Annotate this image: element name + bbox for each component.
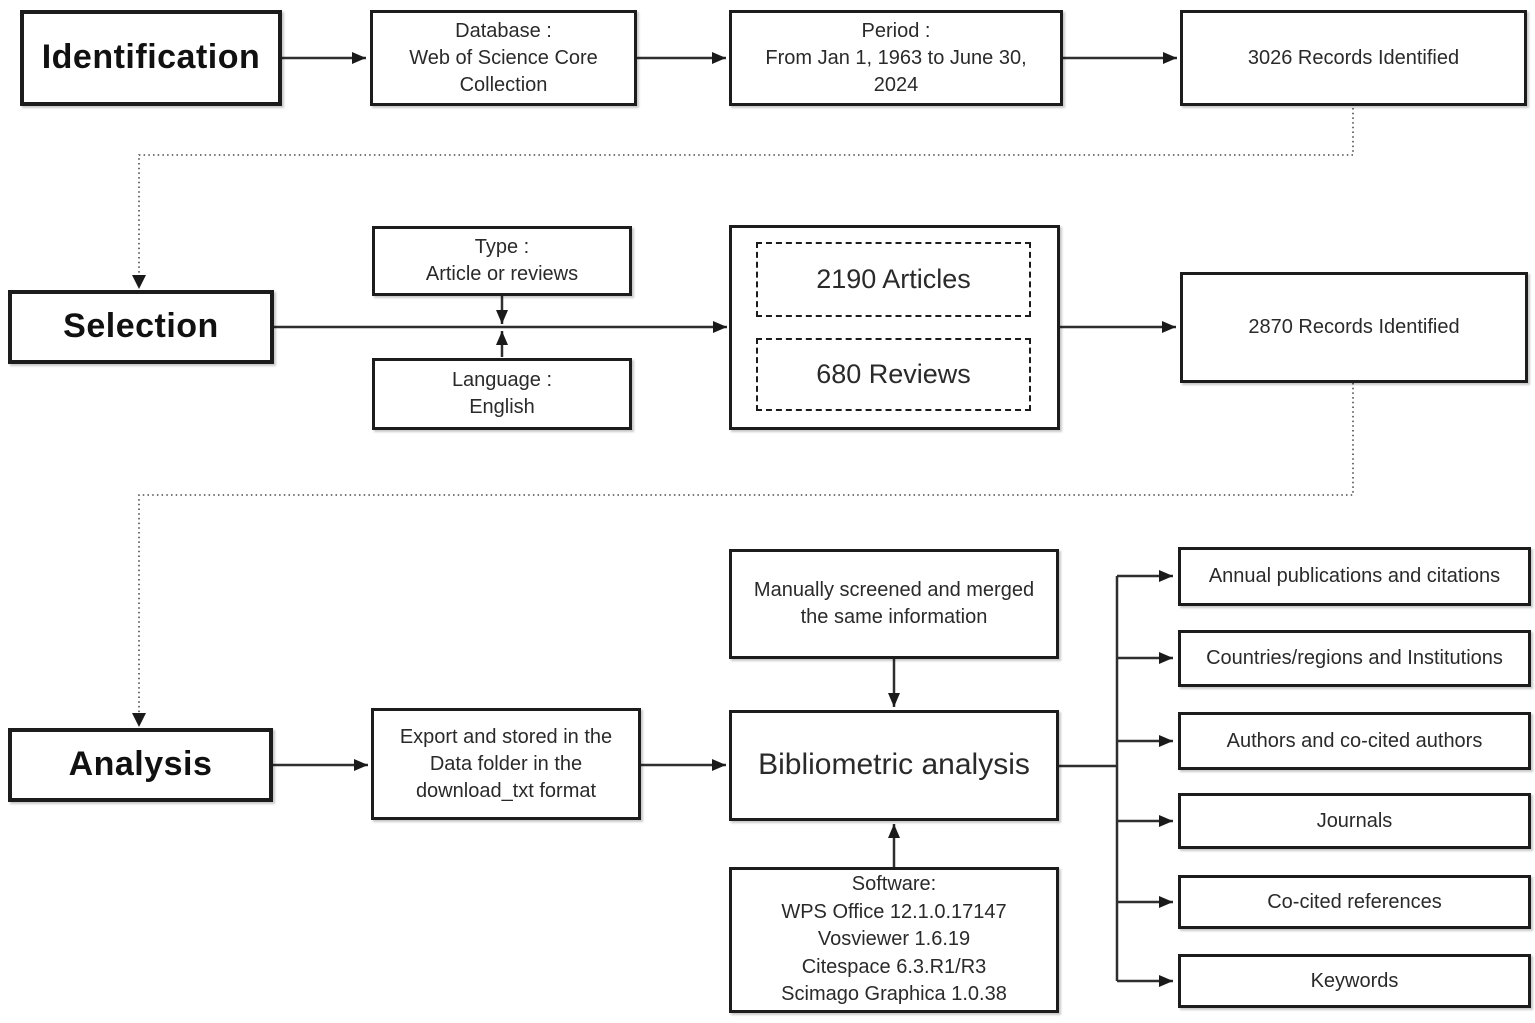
reviews-count-box: 680 Reviews — [756, 338, 1031, 411]
output-authors-box: Authors and co-cited authors — [1178, 712, 1531, 770]
database-box: Database : Web of Science Core Collectio… — [370, 10, 637, 106]
records-identified-3026-box: 3026 Records Identified — [1180, 10, 1527, 106]
phase-identification: Identification — [20, 10, 282, 106]
records-identified-2870-box: 2870 Records Identified — [1180, 272, 1528, 383]
dotted-arrowhead-analysis — [132, 713, 146, 727]
phase-selection: Selection — [8, 290, 274, 364]
output-countries-institutions-box: Countries/regions and Institutions — [1178, 630, 1531, 687]
manual-screening-box: Manually screened and merged the same in… — [729, 549, 1059, 659]
export-box: Export and stored in the Data folder in … — [371, 708, 641, 820]
output-journals-box: Journals — [1178, 793, 1531, 849]
output-annual-publications-box: Annual publications and citations — [1178, 547, 1531, 606]
articles-count-box: 2190 Articles — [756, 242, 1031, 317]
dotted-arrowhead-selection — [132, 275, 146, 289]
output-cocited-references-box: Co-cited references — [1178, 875, 1531, 929]
output-keywords-box: Keywords — [1178, 954, 1531, 1008]
type-box: Type : Article or reviews — [372, 226, 632, 296]
language-box: Language : English — [372, 358, 632, 430]
dotted-records2870-to-analysis — [138, 383, 1354, 713]
dotted-records3026-to-selection — [138, 108, 1354, 277]
period-box: Period : From Jan 1, 1963 to June 30, 20… — [729, 10, 1063, 106]
phase-analysis: Analysis — [8, 728, 273, 802]
software-box: Software: WPS Office 12.1.0.17147 Vosvie… — [729, 867, 1059, 1013]
bibliometric-analysis-box: Bibliometric analysis — [729, 710, 1059, 821]
